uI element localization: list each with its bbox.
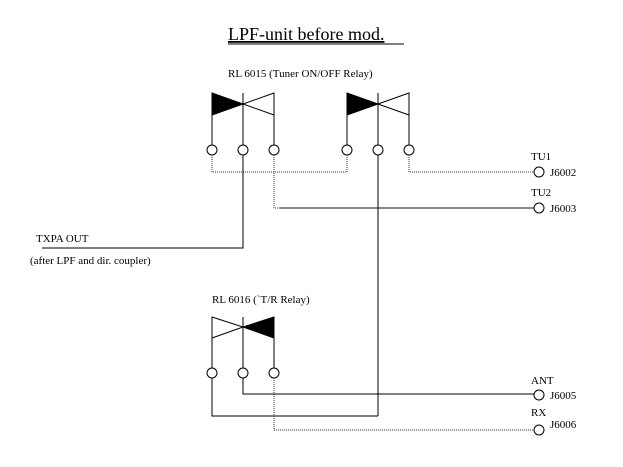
relay-rl6015-section-a xyxy=(206,92,280,156)
relay-rl6016 xyxy=(206,316,280,379)
relay-contact-open-icon xyxy=(376,92,410,116)
wiring-rl6016 xyxy=(211,378,534,431)
connector-jack-label: J6005 xyxy=(550,390,577,402)
input-label: TXPA OUT xyxy=(36,233,89,245)
connector-signal-label: RX xyxy=(531,407,546,419)
terminal-icon xyxy=(372,144,384,156)
connector-ant: ANT J6005 xyxy=(531,375,577,402)
relay-contact-open-icon xyxy=(211,316,245,339)
relay-label-rl6015: RL 6015 (Tuner ON/OFF Relay) xyxy=(228,68,373,80)
terminal-icon xyxy=(206,367,218,379)
terminal-icon xyxy=(341,144,353,156)
diagram-title: LPF-unit before mod. xyxy=(228,24,384,44)
terminal-icon xyxy=(268,367,280,379)
connector-jack-label: J6006 xyxy=(550,419,577,431)
connector-rx: RX J6006 xyxy=(531,407,577,436)
jack-icon xyxy=(533,389,545,401)
wiring-rl6015 xyxy=(42,155,534,416)
jack-icon xyxy=(533,202,545,214)
relay-label-rl6016: RL 6016 (`T/R Relay) xyxy=(212,294,310,306)
terminal-icon xyxy=(268,144,280,156)
input-caption: (after LPF and dir. coupler) xyxy=(30,255,151,267)
jack-icon xyxy=(533,424,545,436)
relay-contact-filled-icon xyxy=(241,316,275,339)
connector-signal-label: TU2 xyxy=(531,187,551,199)
connector-jack-label: J6003 xyxy=(550,203,577,215)
connector-tu2: TU2 J6003 xyxy=(531,187,577,215)
jack-icon xyxy=(533,166,545,178)
connector-jack-label: J6002 xyxy=(550,167,576,179)
connector-signal-label: TU1 xyxy=(531,151,551,163)
relay-contact-open-icon xyxy=(241,92,275,116)
relay-contact-filled-icon xyxy=(211,92,245,116)
connector-tu1: TU1 J6002 xyxy=(531,151,576,179)
relay-rl6015-section-b xyxy=(341,92,415,156)
terminal-icon xyxy=(403,144,415,156)
terminal-icon xyxy=(237,144,249,156)
connector-signal-label: ANT xyxy=(531,375,554,387)
terminal-icon xyxy=(237,367,249,379)
relay-contact-filled-icon xyxy=(346,92,380,116)
terminal-icon xyxy=(206,144,218,156)
